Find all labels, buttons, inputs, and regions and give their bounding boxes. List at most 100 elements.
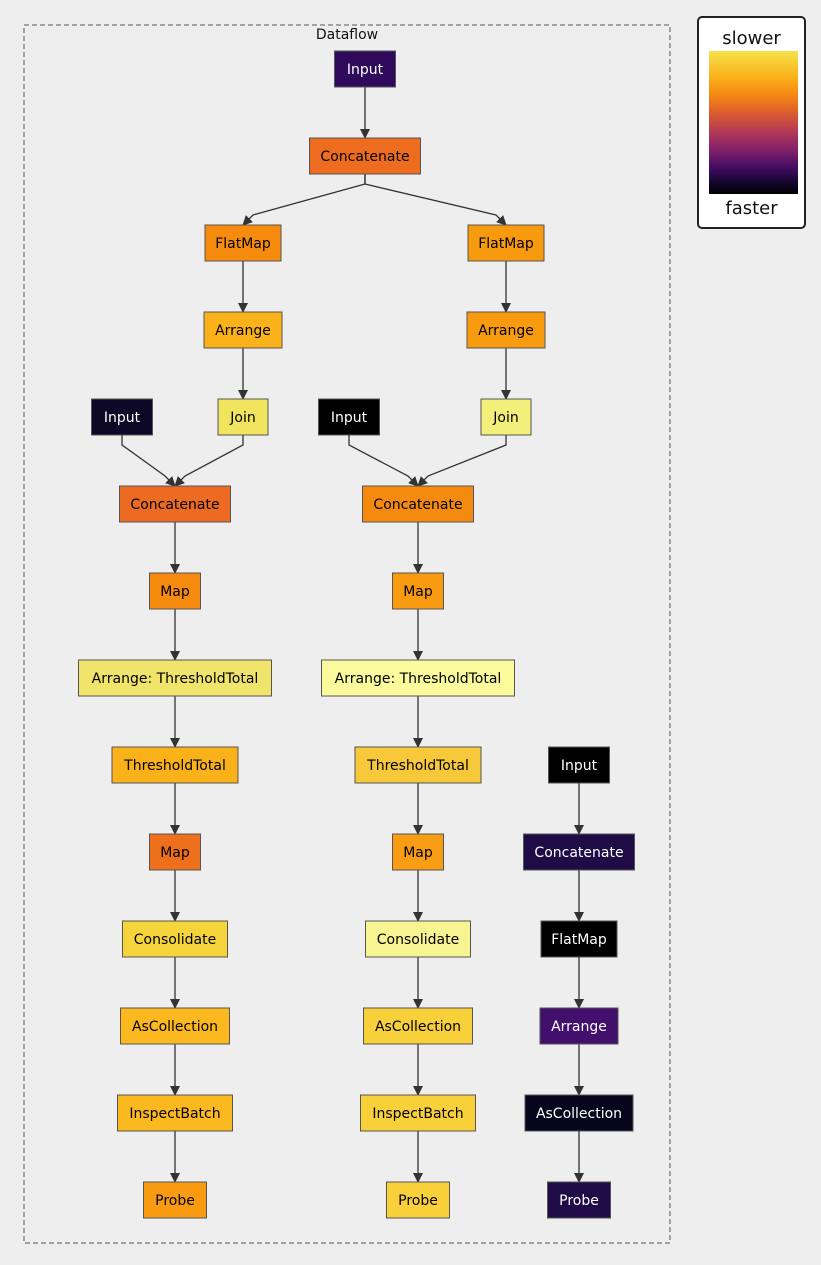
operator-node: Input [548, 746, 610, 784]
operator-node-label: Consolidate [377, 932, 459, 948]
operator-node: Map [392, 572, 444, 610]
edge-n9-n11 [417, 435, 507, 487]
legend-faster-label: faster [725, 198, 778, 219]
operator-node: FlatMap [540, 920, 618, 958]
operator-node-box [547, 1181, 611, 1219]
operator-node: Consolidate [365, 920, 471, 958]
operator-node-label: Probe [155, 1193, 195, 1209]
operator-node-box [149, 572, 201, 610]
operator-node-box [321, 659, 515, 697]
operator-node: Join [217, 398, 269, 436]
operator-node-box [354, 746, 482, 784]
operator-node-box [111, 746, 239, 784]
operator-node-label: FlatMap [551, 932, 607, 948]
operator-node-box [392, 572, 444, 610]
operator-node-label: Join [229, 410, 255, 426]
operator-node: AsCollection [120, 1007, 230, 1045]
operator-node-box [334, 50, 396, 88]
operator-node-box [360, 1094, 476, 1132]
operator-node: ThresholdTotal [111, 746, 239, 784]
operator-node: Map [149, 572, 201, 610]
operator-node-label: InspectBatch [372, 1106, 463, 1122]
operator-node-box [540, 920, 618, 958]
operator-node-label: Concatenate [130, 497, 219, 513]
operator-node: Probe [143, 1181, 207, 1219]
operator-node-box [78, 659, 272, 697]
operator-node: Input [334, 50, 396, 88]
operator-node: Map [392, 833, 444, 871]
speed-legend: slower faster [697, 16, 806, 229]
dataflow-cluster [23, 24, 671, 1244]
operator-node: Probe [547, 1181, 611, 1219]
operator-node-label: Arrange [215, 323, 271, 339]
operator-node-box [386, 1181, 450, 1219]
operator-node-label: Concatenate [534, 845, 623, 861]
operator-node: FlatMap [204, 224, 282, 262]
operator-node-label: Probe [559, 1193, 599, 1209]
operator-node: AsCollection [524, 1094, 634, 1132]
operator-node-label: Concatenate [320, 149, 409, 165]
operator-node: Concatenate [309, 137, 421, 175]
operator-node-box [91, 398, 153, 436]
operator-node-label: Map [403, 584, 433, 600]
operator-node: Arrange [466, 311, 546, 349]
operator-node: Concatenate [119, 485, 231, 523]
operator-node: Input [318, 398, 380, 436]
legend-slower-label: slower [722, 28, 781, 49]
operator-node-label: Input [331, 410, 368, 426]
operator-node-box [318, 398, 380, 436]
operator-node: AsCollection [363, 1007, 473, 1045]
operator-node-label: Map [160, 584, 190, 600]
edge-n8-n11 [348, 435, 419, 487]
operator-node-box [309, 137, 421, 175]
operator-node-label: ThresholdTotal [366, 758, 469, 774]
operator-node-label: Map [403, 845, 433, 861]
operator-node-box [548, 746, 610, 784]
operator-node-box [467, 224, 545, 262]
edge-n7-n10 [174, 435, 244, 487]
edge-n6-n10 [121, 435, 176, 487]
operator-node-box [120, 1007, 230, 1045]
operator-node-box [524, 1094, 634, 1132]
operator-node: Concatenate [362, 485, 474, 523]
operator-node-label: AsCollection [132, 1019, 218, 1035]
operator-node-label: FlatMap [215, 236, 271, 252]
edge-n1-n3 [364, 174, 507, 226]
operator-node-box [392, 833, 444, 871]
operator-node-box [149, 833, 201, 871]
operator-node-label: Input [347, 62, 384, 78]
operator-node: Arrange: ThresholdTotal [321, 659, 515, 697]
operator-node: Consolidate [122, 920, 228, 958]
operator-node-box [363, 1007, 473, 1045]
operator-node-label: Input [104, 410, 141, 426]
edges-group [121, 87, 584, 1183]
operator-node-label: InspectBatch [129, 1106, 220, 1122]
operator-node-box [365, 920, 471, 958]
operator-node: Probe [386, 1181, 450, 1219]
operator-node-box [203, 311, 283, 349]
operator-node: Map [149, 833, 201, 871]
operator-node: Input [91, 398, 153, 436]
operator-node: Arrange [203, 311, 283, 349]
operator-node: Arrange: ThresholdTotal [78, 659, 272, 697]
operator-node-label: Arrange: ThresholdTotal [335, 671, 502, 687]
operator-node: InspectBatch [360, 1094, 476, 1132]
edge-n1-n2 [242, 174, 366, 226]
operator-node: Join [480, 398, 532, 436]
operator-node-label: Arrange [478, 323, 534, 339]
operator-node: ThresholdTotal [354, 746, 482, 784]
operator-node: Arrange [539, 1007, 619, 1045]
operator-node-label: Consolidate [134, 932, 216, 948]
operator-node-box [217, 398, 269, 436]
operator-node: Concatenate [523, 833, 635, 871]
operator-node-label: Map [160, 845, 190, 861]
operator-node: InspectBatch [117, 1094, 233, 1132]
operator-node-box [539, 1007, 619, 1045]
operator-node-label: FlatMap [478, 236, 534, 252]
legend-gradient-bar [709, 51, 798, 194]
operator-node-label: Input [561, 758, 598, 774]
operator-node-box [204, 224, 282, 262]
operator-node: FlatMap [467, 224, 545, 262]
